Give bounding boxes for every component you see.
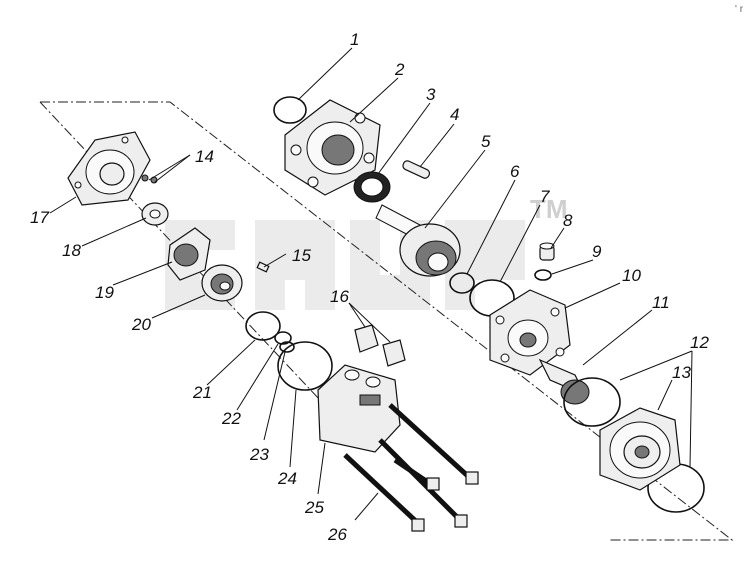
part-17-end-cover — [67, 131, 151, 206]
part-6-ring — [449, 272, 475, 294]
part-11-spline-shaft — [538, 358, 590, 405]
callout-20: 20 — [131, 315, 151, 334]
corner-mark: ' r — [735, 4, 744, 15]
part-12-o-ring-a — [563, 377, 621, 427]
part-24-o-ring — [277, 341, 333, 391]
part-2-housing — [284, 99, 381, 196]
part-5-shaft — [375, 204, 461, 277]
callout-19: 19 — [95, 283, 114, 302]
part-22-ring — [274, 331, 292, 345]
part-23-ring — [279, 341, 295, 353]
part-19-hub — [167, 227, 211, 281]
part-10-flange — [489, 289, 571, 376]
part-20-rotor — [201, 264, 243, 302]
part-9-washer — [534, 269, 552, 281]
part-1-o-ring — [273, 96, 307, 124]
callout-10: 10 — [622, 266, 641, 285]
callout-26: 26 — [327, 525, 347, 544]
part-26-bolts — [343, 403, 479, 532]
callout-21: 21 — [192, 383, 212, 402]
part-4-key — [402, 160, 431, 179]
watermark-logo: TM — [165, 194, 568, 310]
callout-12: 12 — [690, 333, 709, 352]
part-18-gear — [141, 202, 169, 226]
part-15-screw — [256, 261, 270, 273]
callout-17: 17 — [30, 208, 49, 227]
callout-16: 16 — [330, 287, 349, 306]
watermark-tm: TM — [530, 194, 568, 224]
part-8-plug — [539, 242, 555, 261]
callout-24: 24 — [277, 469, 297, 488]
callout-13: 13 — [672, 363, 691, 382]
part-21-o-ring — [245, 311, 281, 341]
callout-22: 22 — [221, 409, 241, 428]
callout-8: 8 — [563, 211, 573, 230]
callout-15: 15 — [292, 246, 311, 265]
callout-25: 25 — [304, 498, 324, 517]
callout-11: 11 — [652, 293, 670, 312]
callout-labels: 1 2 3 4 5 6 7 8 9 10 11 12 13 14 15 16 1… — [30, 30, 709, 544]
part-13-gerotor — [599, 407, 681, 491]
part-3-seal — [353, 171, 391, 203]
callout-2: 2 — [394, 60, 405, 79]
callout-3: 3 — [426, 85, 436, 104]
callout-18: 18 — [62, 241, 81, 260]
callout-9: 9 — [592, 242, 602, 261]
callout-4: 4 — [450, 105, 459, 124]
callout-14: 14 — [195, 147, 214, 166]
callout-7: 7 — [540, 187, 550, 206]
callout-23: 23 — [249, 445, 269, 464]
callout-6: 6 — [510, 162, 520, 181]
part-16-fittings — [354, 324, 406, 367]
callout-5: 5 — [481, 132, 491, 151]
part-25-valve-housing — [317, 364, 401, 453]
leader-lines — [49, 47, 693, 521]
callout-1: 1 — [350, 30, 359, 49]
